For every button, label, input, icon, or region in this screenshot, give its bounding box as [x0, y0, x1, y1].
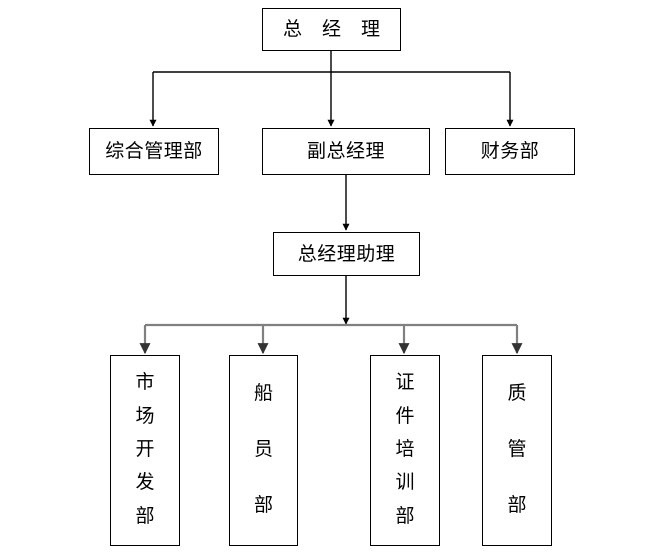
node-crew-dept[interactable]: 船员部 — [229, 355, 298, 546]
node-char: 发 — [135, 471, 155, 494]
node-char: 部 — [135, 504, 155, 527]
node-char: 员 — [253, 437, 273, 460]
node-char: 船 — [253, 382, 273, 405]
node-quality-management-dept[interactable]: 质管部 — [482, 355, 552, 546]
node-char: 训 — [395, 471, 415, 494]
node-certificate-training-dept[interactable]: 证件培训部 — [370, 355, 440, 546]
node-general-manager-label: 总 经 理 — [282, 18, 388, 40]
node-char: 部 — [395, 504, 415, 527]
node-char: 部 — [253, 493, 273, 516]
node-deputy-general-manager-label: 副总经理 — [306, 140, 385, 162]
node-general-manager[interactable]: 总 经 理 — [262, 8, 401, 51]
node-char: 管 — [507, 437, 527, 460]
node-market-development-dept[interactable]: 市场开发部 — [110, 355, 180, 546]
node-char: 场 — [135, 404, 155, 427]
node-general-admin-dept-label: 综合管理部 — [105, 140, 203, 162]
node-finance-dept-label: 财务部 — [480, 140, 540, 162]
node-assistant-general-manager[interactable]: 总经理助理 — [273, 232, 420, 276]
node-char: 市 — [135, 371, 155, 394]
node-char: 培 — [395, 437, 415, 460]
node-finance-dept[interactable]: 财务部 — [445, 128, 575, 175]
node-char: 件 — [395, 404, 415, 427]
node-char: 部 — [507, 493, 527, 516]
node-deputy-general-manager[interactable]: 副总经理 — [262, 128, 430, 175]
node-char: 证 — [395, 371, 415, 394]
node-general-admin-dept[interactable]: 综合管理部 — [89, 128, 219, 175]
node-assistant-general-manager-label: 总经理助理 — [297, 242, 396, 265]
node-char: 质 — [507, 382, 527, 405]
node-char: 开 — [135, 437, 155, 460]
